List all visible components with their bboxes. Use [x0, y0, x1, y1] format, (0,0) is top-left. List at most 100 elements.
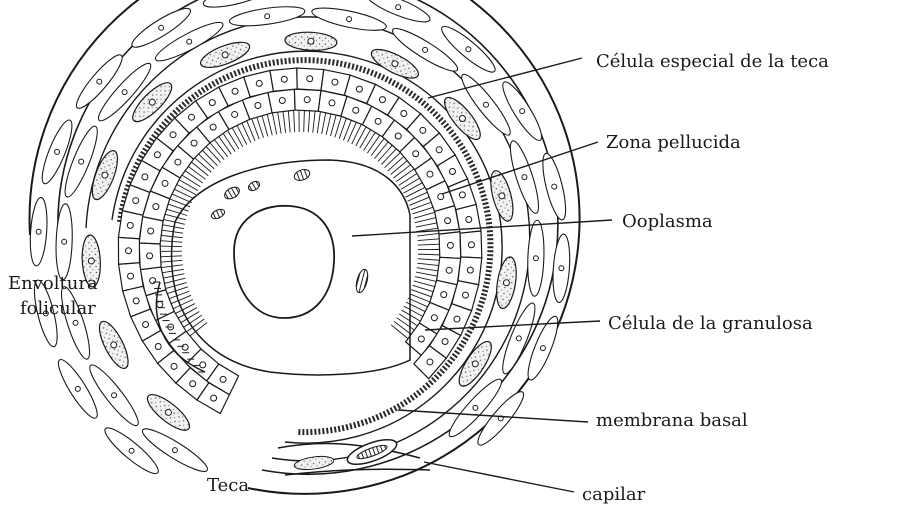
zona-hatch [185, 171, 203, 183]
zona-hatch [393, 165, 410, 178]
zona-hatch [165, 283, 186, 289]
theca-nucleus [102, 172, 108, 178]
zona-hatch [326, 113, 331, 134]
leader-ooplasma [352, 220, 612, 236]
theca-nucleus [347, 17, 352, 22]
zona-hatch [262, 115, 268, 136]
nucleus [234, 206, 334, 318]
granulosa-nucleus [210, 124, 216, 130]
granulosa-nucleus [279, 98, 285, 104]
granulosa-nucleus [127, 273, 133, 279]
theca-nucleus [423, 47, 428, 52]
zona-hatch [178, 308, 197, 319]
zona-hatch [416, 223, 438, 227]
zona-hatch [272, 113, 276, 135]
granulosa-nucleus [427, 171, 433, 177]
zona-hatch [364, 132, 376, 151]
theca-nucleus [159, 25, 164, 30]
granulosa-nucleus [126, 248, 132, 254]
granulosa-nucleus [147, 253, 153, 259]
granulosa-nucleus [454, 316, 460, 322]
theca-nucleus [533, 256, 538, 261]
zona-hatch [416, 272, 438, 276]
zona-hatch [356, 127, 366, 146]
theca-nucleus [459, 115, 465, 121]
zona-hatch [399, 314, 417, 326]
zona-hatch [313, 111, 315, 133]
granulosa-nucleus [418, 336, 424, 342]
granulosa-nucleus [171, 363, 177, 369]
granulosa-nucleus [256, 80, 262, 86]
granulosa-nucleus [307, 76, 313, 82]
leader-capilar [424, 462, 574, 492]
zona-hatch [403, 183, 422, 194]
zona-hatch [210, 143, 224, 160]
granulosa-nucleus [232, 88, 238, 94]
label-teca: Teca [207, 475, 249, 496]
granulosa-nucleus [220, 376, 226, 382]
zona-hatch [417, 268, 439, 271]
granulosa-nucleus [441, 292, 447, 298]
zona-hatch [179, 180, 198, 191]
granulosa-nucleus [143, 322, 149, 328]
zona-hatch [406, 302, 426, 312]
zona-hatch [206, 146, 221, 162]
theca-nucleus [97, 79, 102, 84]
zona-hatch [385, 152, 401, 167]
zona-hatch [367, 135, 380, 153]
theca-nucleus [73, 320, 78, 325]
zona-hatch [267, 114, 272, 135]
zona-hatch [414, 281, 435, 287]
granulosa-nucleus [133, 298, 139, 304]
zona-hatch [219, 136, 232, 154]
granulosa-nucleus [209, 100, 215, 106]
zona-hatch [317, 112, 320, 134]
granulosa-nucleus [356, 86, 362, 92]
ooplasma-boundary [172, 160, 410, 375]
granulosa-nucleus [127, 222, 133, 228]
granulosa-nucleus [353, 107, 359, 113]
granulosa-nucleus [447, 242, 453, 248]
zona-hatch [288, 110, 290, 132]
zona-hatch [401, 178, 420, 189]
label-envoltura: Envoltura [8, 273, 98, 294]
theca-nucleus [79, 159, 84, 164]
zona-hatch [223, 133, 235, 151]
theca-nucleus [55, 149, 60, 154]
zona-hatch [174, 189, 194, 199]
label-celula-especial-teca: Célula especial de la teca [596, 51, 829, 72]
theca-nucleus [559, 266, 564, 271]
zona-hatch [394, 321, 412, 334]
zona-hatch [388, 156, 404, 171]
granulosa-nucleus [304, 97, 310, 103]
label-membrana-basal: membrana basal [596, 410, 748, 431]
theca-nucleus [520, 109, 525, 114]
zona-hatch [375, 142, 389, 159]
zona-hatch [191, 162, 208, 176]
granulosa-nucleus [379, 97, 385, 103]
capillary [278, 435, 430, 475]
granulosa-nucleus [332, 79, 338, 85]
theca-nucleus [165, 409, 171, 415]
zona-hatch [188, 166, 206, 179]
granulosa-nucleus [442, 339, 448, 345]
zona-hatch [227, 130, 238, 149]
granulosa-nucleus [329, 100, 335, 106]
granulosa-nucleus [431, 315, 437, 321]
zona-hatch [164, 278, 185, 283]
theca-nucleus [522, 175, 527, 180]
granulosa-nucleus [395, 133, 401, 139]
granulosa-nucleus [148, 228, 154, 234]
theca-nucleus [396, 5, 401, 10]
zona-hatch [404, 306, 423, 316]
theca-nucleus [552, 184, 557, 189]
label-capilar: capilar [582, 484, 646, 505]
zona-hatch [294, 110, 295, 132]
zona-hatch [418, 254, 440, 255]
zona-hatch [402, 310, 421, 321]
zona-hatch [371, 138, 384, 156]
zona-hatch [406, 187, 426, 197]
zona-hatch [304, 110, 305, 132]
granulosa-nucleus [449, 168, 455, 174]
